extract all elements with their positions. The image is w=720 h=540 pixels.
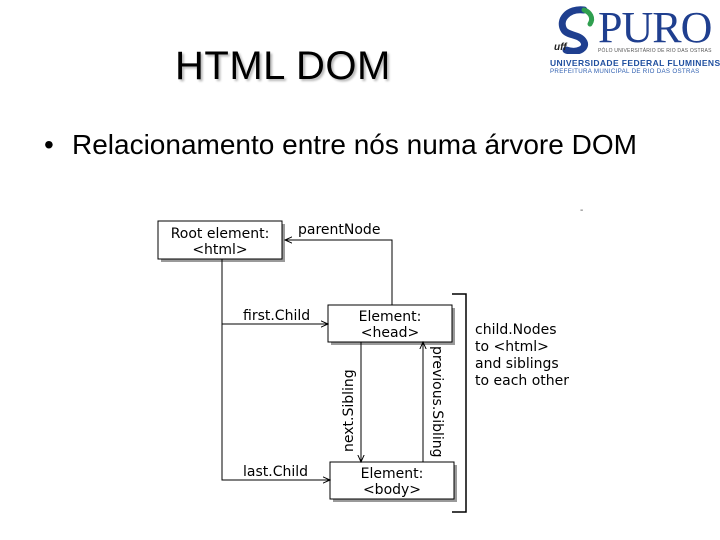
body-element-box (329, 461, 455, 500)
head-element-box (327, 304, 453, 343)
body-line-2: <body> (363, 482, 421, 498)
child-nodes-line-2: to <html> (475, 339, 549, 355)
parent-node-arrow (285, 240, 393, 305)
puro-logo-mark-icon (558, 6, 595, 54)
child-nodes-line-4: to each other (475, 373, 569, 389)
last-child-arrow (221, 324, 330, 480)
child-nodes-line-1: child.Nodes (475, 322, 557, 338)
slide-title: HTML DOM (175, 44, 391, 88)
logo-prefecture: PREFEITURA MUNICIPAL DE RIO DAS OSTRAS (550, 68, 700, 75)
stray-mark: - (580, 205, 584, 216)
root-line-1: Root element: (171, 226, 270, 242)
bullet-marker: • (44, 129, 54, 160)
logo-subtitle: PÓLO UNIVERSITÁRIO DE RIO DAS OSTRAS (598, 48, 712, 54)
logo-university: UNIVERSIDADE FEDERAL FLUMINENSE (550, 58, 720, 68)
child-nodes-bracket (452, 293, 467, 513)
root-line-2: <html> (192, 242, 247, 258)
next-sibling-label: next.Sibling (341, 369, 357, 452)
head-line-2: <head> (361, 325, 419, 341)
logo-text: PURO (598, 3, 712, 52)
parent-node-label: parentNode (298, 222, 380, 238)
first-child-label: first.Child (243, 308, 310, 324)
last-child-label: last.Child (243, 464, 308, 480)
body-line-1: Element: (361, 466, 424, 482)
puro-logo: uff PURO PÓLO UNIVERSITÁRIO DE RIO DAS O… (546, 3, 720, 76)
previous-sibling-label: previous.Sibling (429, 346, 445, 458)
bullet-text: Relacionamento entre nós numa árvore DOM (72, 129, 637, 160)
child-nodes-line-3: and siblings (475, 356, 559, 372)
head-line-1: Element: (359, 309, 422, 325)
uff-tag: uff (554, 42, 567, 53)
root-element-box (157, 220, 283, 260)
